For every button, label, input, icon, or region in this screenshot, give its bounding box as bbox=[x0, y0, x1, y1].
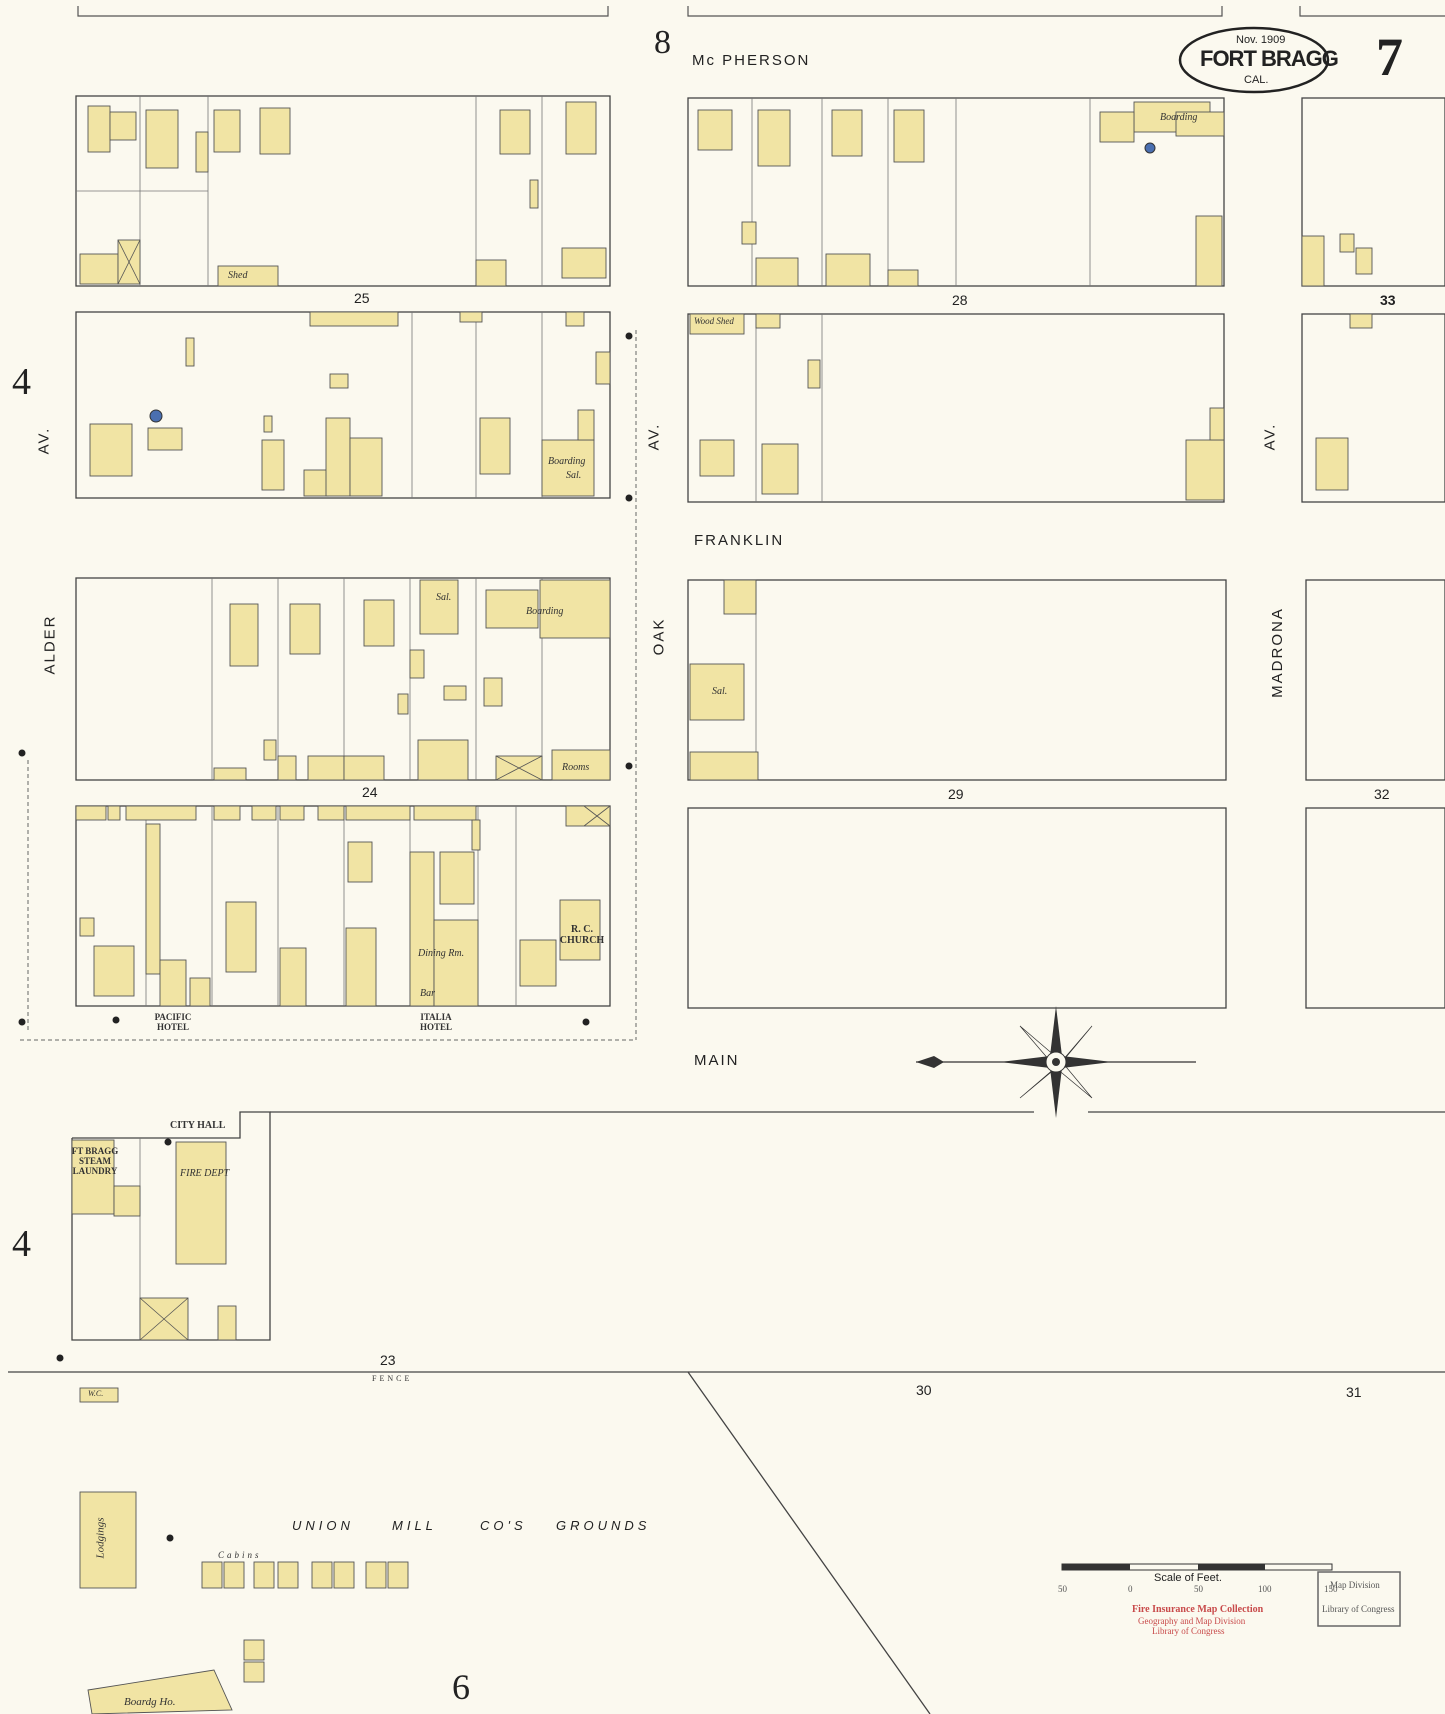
scale-tick: 100 bbox=[1258, 1584, 1272, 1594]
block-33-north bbox=[1301, 97, 1445, 287]
label-union: UNION bbox=[292, 1518, 354, 1533]
street-oak: OAK bbox=[650, 617, 668, 656]
block-29-north bbox=[687, 579, 1227, 781]
block-number: 24 bbox=[362, 784, 378, 800]
block-number: 29 bbox=[948, 786, 964, 802]
block-33-south bbox=[1301, 313, 1445, 503]
adjacent-sheet-left-bottom: 4 bbox=[12, 1223, 31, 1265]
stamp-box-library: Library of Congress bbox=[1322, 1604, 1395, 1614]
label-lodgings: Lodgings bbox=[94, 1517, 107, 1559]
label-city-hall: CITY HALL bbox=[170, 1120, 226, 1131]
scale-tick: 50 bbox=[1194, 1584, 1203, 1594]
block-32-south bbox=[1305, 807, 1445, 1009]
label-bar: Bar bbox=[420, 988, 435, 999]
street-madrona-av: AV. bbox=[1261, 422, 1279, 451]
label-steam-laundry: FT BRAGG STEAM LAUNDRY bbox=[71, 1146, 119, 1176]
stamp-division: Geography and Map Division bbox=[1138, 1616, 1246, 1626]
block-number: 23 bbox=[380, 1352, 396, 1368]
block-number: 30 bbox=[916, 1382, 932, 1398]
lc-stamp-box bbox=[1317, 1571, 1401, 1627]
label-sal-2: Sal. bbox=[436, 592, 452, 603]
label-fence: FENCE bbox=[372, 1374, 413, 1383]
label-boarding-sal: Boarding bbox=[548, 456, 586, 467]
label-dining-rm: Dining Rm. bbox=[418, 948, 465, 959]
scale-tick: 150 bbox=[1324, 1584, 1338, 1594]
fence-line bbox=[8, 1371, 931, 1714]
street-oak-av: AV. bbox=[645, 422, 663, 451]
water-tank bbox=[149, 409, 163, 423]
scale-title: Scale of Feet. bbox=[1154, 1572, 1222, 1584]
stamp-collection: Fire Insurance Map Collection bbox=[1132, 1604, 1264, 1615]
label-sal: Sal. bbox=[566, 470, 582, 481]
adjacent-sheet-bottom: 6 bbox=[452, 1667, 470, 1707]
block-number: 25 bbox=[354, 290, 370, 306]
label-boarding-3: Boarding bbox=[526, 606, 564, 617]
label-fire-dept: FIRE DEPT bbox=[180, 1168, 230, 1179]
street-madrona: MADRONA bbox=[1268, 607, 1286, 698]
label-pacific-hotel: PACIFIC HOTEL bbox=[154, 1012, 192, 1032]
title-oval bbox=[1178, 26, 1330, 94]
hydrants bbox=[18, 332, 633, 1542]
label-shed: Shed bbox=[228, 270, 248, 281]
block-outlines bbox=[8, 95, 1445, 1714]
street-av-left: AV. bbox=[35, 426, 53, 455]
adjacent-sheet-top: 8 bbox=[654, 24, 671, 61]
water-tank-2 bbox=[1144, 142, 1156, 154]
block-29-south bbox=[687, 807, 1227, 1009]
label-mill: MILL bbox=[392, 1518, 437, 1533]
block-number: 33 bbox=[1380, 292, 1396, 308]
sheet-title: FORT BRAGG bbox=[1200, 46, 1339, 71]
sheet-number: 7 bbox=[1376, 27, 1403, 87]
street-mcpherson: Mc PHERSON bbox=[692, 52, 811, 69]
label-italia-hotel: ITALIA HOTEL bbox=[419, 1012, 452, 1032]
adjacent-sheet-left-top: 4 bbox=[12, 361, 31, 403]
label-cabins: Cabins bbox=[218, 1550, 262, 1560]
sheet-date: Nov. 1909 bbox=[1236, 34, 1286, 46]
buildings bbox=[71, 101, 1373, 1714]
block-number: 28 bbox=[952, 292, 968, 308]
label-boarding: Boarding bbox=[1160, 112, 1198, 123]
stamp-library: Library of Congress bbox=[1152, 1626, 1225, 1636]
compass-rose bbox=[916, 1006, 1196, 1118]
label-grounds: GROUNDS bbox=[556, 1518, 651, 1533]
scale-tick: 0 bbox=[1128, 1584, 1133, 1594]
scale-bar bbox=[1061, 1563, 1333, 1571]
stamp-box-map-division: Map Division bbox=[1330, 1580, 1380, 1590]
block-32-north bbox=[1305, 579, 1445, 781]
street-alder: ALDER bbox=[41, 614, 59, 675]
label-wc: W.C. bbox=[88, 1389, 104, 1398]
block-number: 31 bbox=[1346, 1384, 1362, 1400]
street-franklin: FRANKLIN bbox=[694, 532, 785, 549]
label-cos: CO'S bbox=[480, 1518, 527, 1533]
street-main: MAIN bbox=[694, 1052, 740, 1069]
label-wood-shed: Wood Shed bbox=[694, 316, 734, 326]
label-rc-church: R. C. CHURCH bbox=[559, 924, 605, 946]
block-number: 32 bbox=[1374, 786, 1390, 802]
label-boardg-ho: Boardg Ho. bbox=[124, 1696, 176, 1708]
sheet-state: CAL. bbox=[1244, 74, 1269, 86]
label-sal-3: Sal. bbox=[712, 686, 728, 697]
scale-tick: 50 bbox=[1058, 1584, 1067, 1594]
label-rooms: Rooms bbox=[562, 762, 590, 773]
